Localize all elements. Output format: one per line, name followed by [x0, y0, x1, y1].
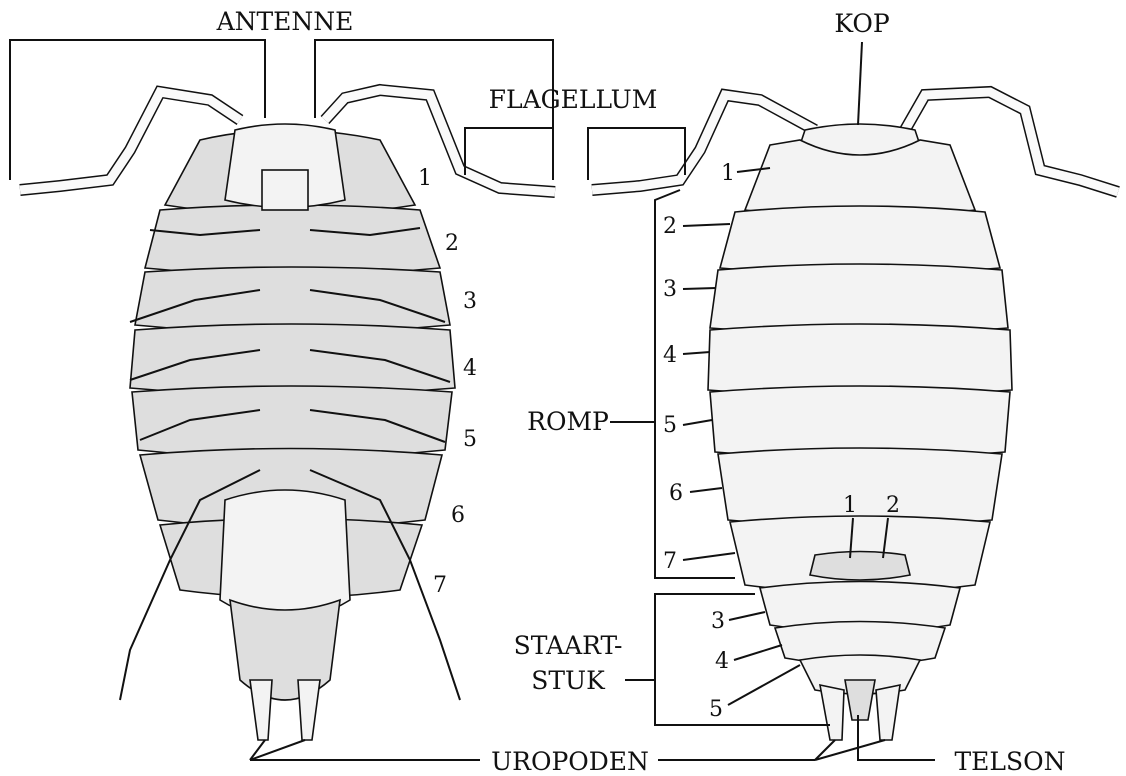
- label-staartstuk-line1: STAART-: [514, 631, 623, 660]
- pleon-num-3: 3: [711, 609, 725, 634]
- ventral-num-2: 2: [445, 231, 459, 256]
- ventral-num-4: 4: [463, 356, 477, 381]
- label-romp: ROMP: [527, 407, 609, 436]
- ventral-view: [20, 90, 555, 740]
- dorsal-num-6: 6: [669, 481, 683, 506]
- dorsal-segment-6: [718, 448, 1002, 526]
- pleon-num-5: 5: [709, 697, 723, 722]
- ventral-segment-2: [145, 205, 440, 275]
- dorsal-telson: [845, 680, 875, 720]
- dorsal-num-5: 5: [663, 413, 677, 438]
- label-staartstuk-line2: STUK: [531, 666, 606, 695]
- label-flagellum: FLAGELLUM: [489, 85, 658, 114]
- ventral-num-7: 7: [433, 573, 447, 598]
- label-uropoden: UROPODEN: [491, 747, 649, 776]
- pleon-num-1: 1: [843, 493, 857, 518]
- dorsal-num-2: 2: [663, 214, 677, 239]
- ventral-tail: [230, 600, 340, 700]
- dorsal-num-3: 3: [663, 277, 677, 302]
- label-telson: TELSON: [954, 747, 1065, 776]
- label-antenne: ANTENNE: [216, 7, 354, 36]
- ventral-mouthparts: [262, 170, 308, 210]
- ventral-num-1: 1: [418, 166, 432, 191]
- label-kop: KOP: [834, 9, 889, 38]
- ventral-num-5: 5: [463, 427, 477, 452]
- ventral-segment-5: [132, 386, 452, 458]
- pleon-num-4: 4: [715, 649, 729, 674]
- dorsal-num-4: 4: [663, 343, 677, 368]
- dorsal-num-7: 7: [663, 549, 677, 574]
- dorsal-num-1: 1: [721, 161, 735, 186]
- ventral-pleon: [220, 490, 350, 620]
- ventral-num-3: 3: [463, 289, 477, 314]
- ventral-num-6: 6: [451, 503, 465, 528]
- ventral-segment-4: [130, 324, 455, 395]
- pleon-num-2: 2: [886, 493, 900, 518]
- ventral-segment-3: [135, 267, 450, 333]
- dorsal-pleon-1-2: [810, 552, 910, 581]
